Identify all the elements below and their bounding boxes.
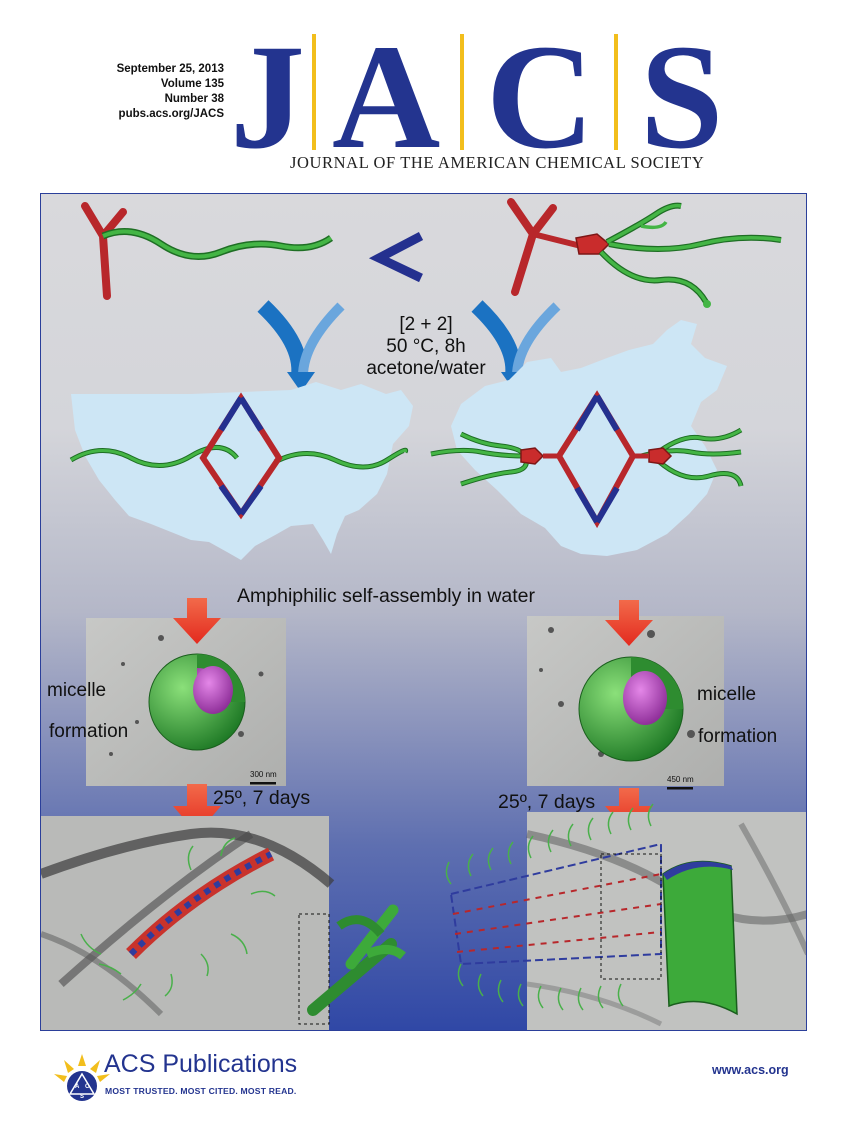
jacs-logo: J A C S: [228, 22, 838, 178]
nanofiber-panel-left: [41, 816, 335, 1030]
logo-letter-j: J: [230, 14, 305, 180]
scale-bar-left: [250, 782, 276, 785]
issue-date: September 25, 2013: [116, 63, 224, 75]
journal-url[interactable]: pubs.acs.org/JACS: [118, 108, 224, 120]
journal-full-name: JOURNAL OF THE AMERICAN CHEMICAL SOCIETY: [290, 153, 705, 172]
acs-seal-icon: A C S: [54, 1054, 110, 1101]
tem-particles: [109, 627, 695, 757]
assembly-label: Amphiphilic self-assembly in water: [237, 585, 536, 607]
sheet-assembly-model: [445, 803, 738, 1016]
red-arrow-left-top: [173, 598, 221, 644]
usa-map-silhouette: [71, 382, 413, 560]
red-arrows: [173, 598, 653, 834]
issue-info: September 25, 2013 Volume 135 Number 38 …: [100, 62, 224, 122]
issue-volume: Volume 135: [160, 78, 224, 90]
aging-label-right: 25º, 7 days: [498, 791, 596, 813]
micelle-label-left-line1: micelle: [47, 680, 107, 701]
micelle-sphere-left: [148, 653, 246, 751]
aging-label-left: 25º, 7 days: [213, 787, 311, 809]
seal-letter-c: C: [85, 1084, 90, 1090]
nanotube-model: [307, 904, 406, 1016]
logo-letter-a: A: [332, 14, 441, 180]
micelle-label-left-line2: formation: [49, 721, 129, 742]
logo-letter-s: S: [640, 14, 724, 180]
red-arrow-right-top: [605, 600, 653, 646]
publisher-tagline: MOST TRUSTED. MOST CITED. MOST READ.: [105, 1086, 297, 1096]
micelle-sphere-right: [578, 656, 684, 762]
red-arrow-right-bottom: [605, 788, 653, 834]
publisher-website[interactable]: www.acs.org: [712, 1063, 789, 1077]
cover-illustration: [41, 198, 806, 1030]
cover-artwork: [2 + 2] 50 °C, 8h acetone/water Amphiphi…: [40, 193, 807, 1031]
reaction-type: [2 + 2]: [399, 314, 453, 335]
scale-bar-right: [667, 787, 693, 790]
logo-divider: [460, 34, 464, 150]
red-arrow-left-bottom: [173, 784, 221, 834]
logo-letter-c: C: [486, 14, 595, 180]
right-amphiphile: [507, 198, 782, 308]
left-macrocycle: [69, 392, 409, 520]
left-amphiphile: [81, 202, 334, 300]
scale-label-right: 450 nm: [667, 775, 694, 784]
china-map-silhouette: [451, 320, 727, 556]
micelle-label-right-line2: formation: [698, 726, 778, 747]
scale-label-left: 300 nm: [250, 770, 277, 779]
seal-letter-s: S: [80, 1094, 84, 1100]
reaction-temperature: 50 °C, 8h: [386, 336, 466, 357]
publisher-name: ACS Publications: [104, 1050, 298, 1078]
reaction-arrow-left: [257, 300, 345, 392]
seal-letter-a: A: [75, 1084, 80, 1090]
logo-divider: [614, 34, 618, 150]
reaction-solvent: acetone/water: [366, 358, 486, 379]
issue-number: Number 38: [164, 93, 224, 105]
micelle-label-right-line1: micelle: [697, 684, 757, 705]
logo-divider: [312, 34, 316, 150]
right-macrocycle: [430, 390, 744, 529]
reaction-conditions: [2 + 2] 50 °C, 8h acetone/water: [351, 314, 501, 380]
chevron-linker-icon: [368, 232, 424, 283]
